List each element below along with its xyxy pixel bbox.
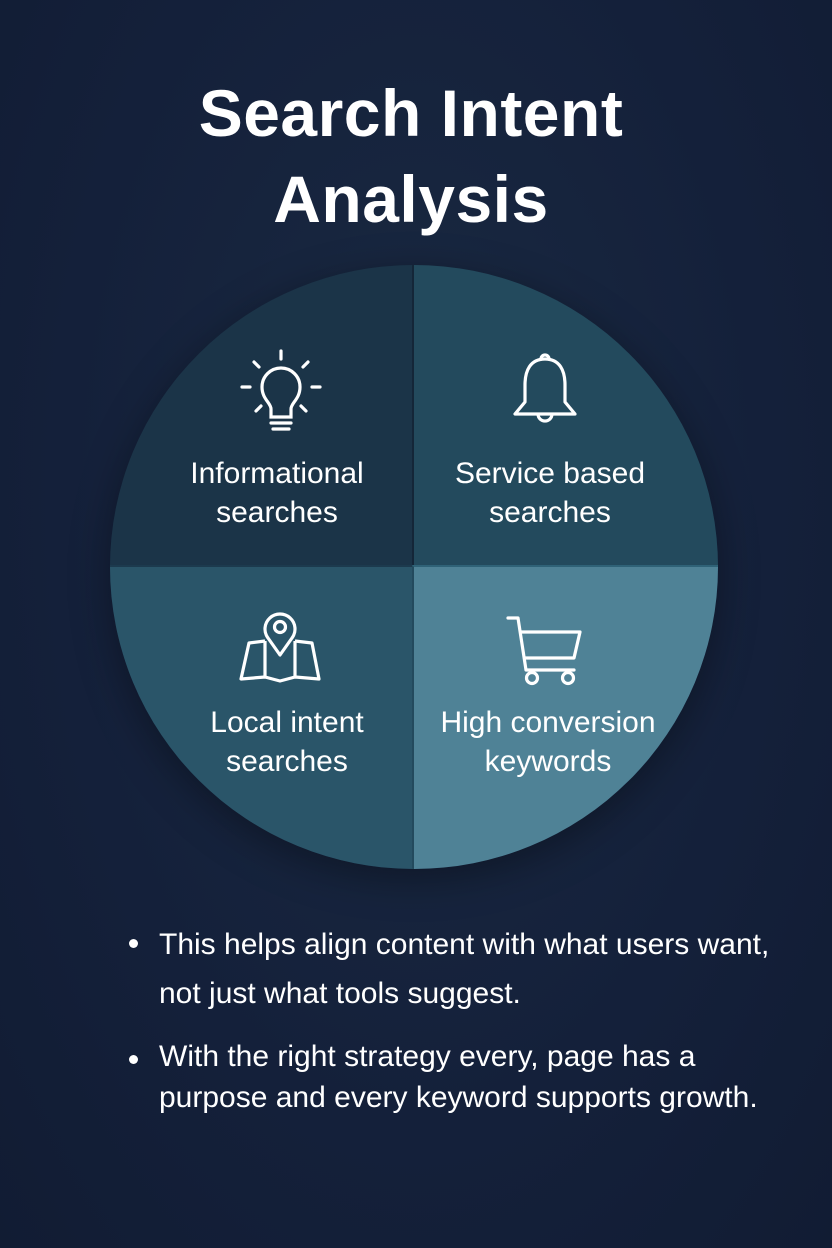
quadrant-label-line: Service based [454, 457, 646, 490]
quadrant-label-line: searches [489, 496, 611, 529]
bullet-list: This helps align content with what users… [125, 920, 805, 1118]
title-line-1: Search Intent [198, 76, 624, 150]
map-pin-icon [239, 612, 321, 683]
quadrant-label-line: keywords [484, 745, 612, 778]
lightbulb-icon [240, 349, 322, 431]
quadrant-label-line: searches [226, 745, 348, 778]
quadrant-label-line: searches [216, 496, 338, 529]
title-line-2: Analysis [273, 162, 549, 236]
quadrant-label-line: High conversion [440, 706, 656, 739]
page-title: Search Intent Analysis [0, 70, 822, 242]
quadrant-service-based [412, 265, 718, 567]
shopping-cart-icon [506, 616, 582, 686]
bullet-item: This helps align content with what users… [125, 920, 805, 1018]
quadrant-informational [110, 265, 414, 567]
bullet-item: With the right strategy every, page has … [125, 1036, 805, 1118]
quadrant-high-conversion [412, 565, 718, 869]
quadrant-label-line: Local intent [210, 706, 364, 739]
quadrant-label-line: Informational [190, 457, 364, 490]
bell-icon [513, 353, 577, 423]
intent-quadrant-circle: Informational searches Service based sea… [110, 265, 718, 869]
quadrant-local-intent [110, 565, 414, 869]
